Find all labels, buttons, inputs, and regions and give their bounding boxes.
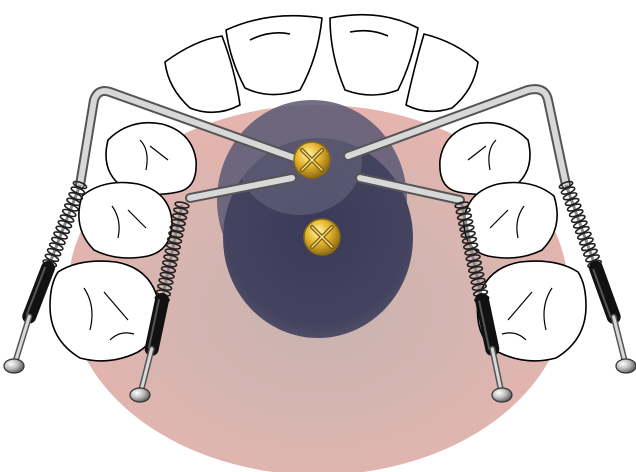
tooth-icon [464, 183, 557, 259]
sleeve [596, 268, 614, 317]
miniscrew-icon [304, 219, 340, 255]
tooth-icon [50, 261, 159, 361]
anterior-teeth [165, 15, 478, 113]
miniscrew-icon [294, 142, 330, 178]
tooth-icon [406, 34, 478, 111]
hook-ball [4, 359, 24, 373]
hook-ball [492, 388, 512, 402]
tooth-icon [330, 15, 418, 95]
tooth-icon [226, 16, 322, 95]
hook-ball [130, 388, 150, 402]
hook-ball [616, 359, 636, 373]
tooth-icon [79, 183, 172, 259]
sleeve [29, 268, 48, 317]
coil-spring-icon [559, 180, 602, 269]
